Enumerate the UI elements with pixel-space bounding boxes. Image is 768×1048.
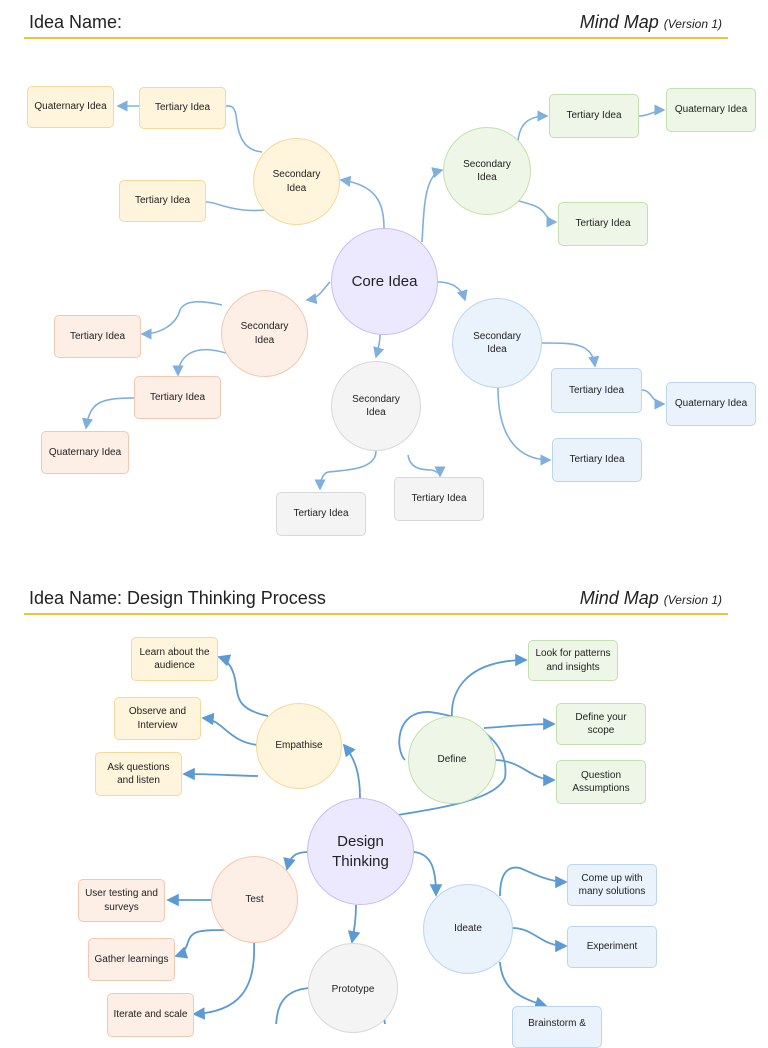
mind-map-template: Core Idea Secondary Idea Tertiary Idea Q…: [27, 86, 756, 536]
header-1: Idea Name: Mind Map (Version 1): [24, 12, 728, 39]
secondary-idea-green: Secondary Idea: [443, 127, 531, 215]
quaternary-idea-yellow: Quaternary Idea: [27, 86, 114, 128]
version-label: (Version 1): [663, 17, 722, 31]
define-your-scope: Define your scope: [556, 703, 646, 745]
observe-and-interview: Observe and Interview: [114, 697, 201, 740]
iterate-and-scale: Iterate and scale: [107, 993, 194, 1037]
idea-name-title: Idea Name: Design Thinking Process: [29, 588, 326, 608]
learn-about-audience: Learn about the audience: [131, 637, 218, 681]
mind-map-title: Mind Map (Version 1): [580, 12, 722, 33]
gather-learnings: Gather learnings: [88, 938, 175, 981]
quaternary-idea-green: Quaternary Idea: [666, 88, 756, 132]
test-node: Test: [211, 856, 298, 943]
secondary-idea-blue: Secondary Idea: [452, 298, 542, 388]
tertiary-idea-peach-2: Tertiary Idea: [134, 376, 221, 419]
version-label-2: (Version 1): [663, 593, 722, 607]
define-node: Define: [408, 716, 496, 804]
ask-questions-and-listen: Ask questions and listen: [95, 752, 182, 796]
idea-name-label: Idea Name:: [29, 12, 123, 32]
prototype-node: Prototype: [308, 943, 398, 1033]
question-assumptions: Question Assumptions: [556, 760, 646, 804]
tertiary-idea-peach-1: Tertiary Idea: [54, 315, 141, 358]
tertiary-idea-blue-1: Tertiary Idea: [551, 368, 642, 413]
core-idea-node: Core Idea: [331, 228, 438, 335]
quaternary-idea-peach: Quaternary Idea: [41, 431, 129, 474]
user-testing-and-surveys: User testing and surveys: [78, 879, 165, 922]
connector-lines: [81, 100, 666, 491]
tertiary-idea-green-1: Tertiary Idea: [549, 94, 639, 138]
experiment: Experiment: [567, 926, 657, 968]
header-2: Idea Name: Design Thinking Process Mind …: [24, 588, 728, 615]
mind-map-title-text: Mind Map: [579, 12, 659, 32]
secondary-idea-yellow: Secondary Idea: [253, 138, 340, 225]
ideate-node: Ideate: [423, 884, 513, 974]
tertiary-idea-blue-2: Tertiary Idea: [552, 438, 642, 482]
look-for-patterns: Look for patterns and insights: [528, 640, 618, 681]
brainstorm: Brainstorm &: [512, 1006, 602, 1048]
tertiary-idea-gray-1: Tertiary Idea: [276, 492, 366, 536]
mind-map-title-text-2: Mind Map: [579, 588, 659, 608]
secondary-idea-gray: Secondary Idea: [331, 361, 421, 451]
tertiary-idea-yellow-2: Tertiary Idea: [119, 180, 206, 222]
tertiary-idea-green-2: Tertiary Idea: [558, 202, 648, 246]
tertiary-idea-yellow-1: Tertiary Idea: [139, 87, 226, 129]
design-thinking-core: Design Thinking: [307, 798, 414, 905]
tertiary-idea-gray-2: Tertiary Idea: [394, 477, 484, 521]
come-up-with-many-solutions: Come up with many solutions: [567, 864, 657, 906]
empathise-node: Empathise: [256, 703, 342, 789]
secondary-idea-peach: Secondary Idea: [221, 290, 308, 377]
quaternary-idea-blue: Quaternary Idea: [666, 382, 756, 426]
mind-map-title-2: Mind Map (Version 1): [580, 588, 722, 609]
